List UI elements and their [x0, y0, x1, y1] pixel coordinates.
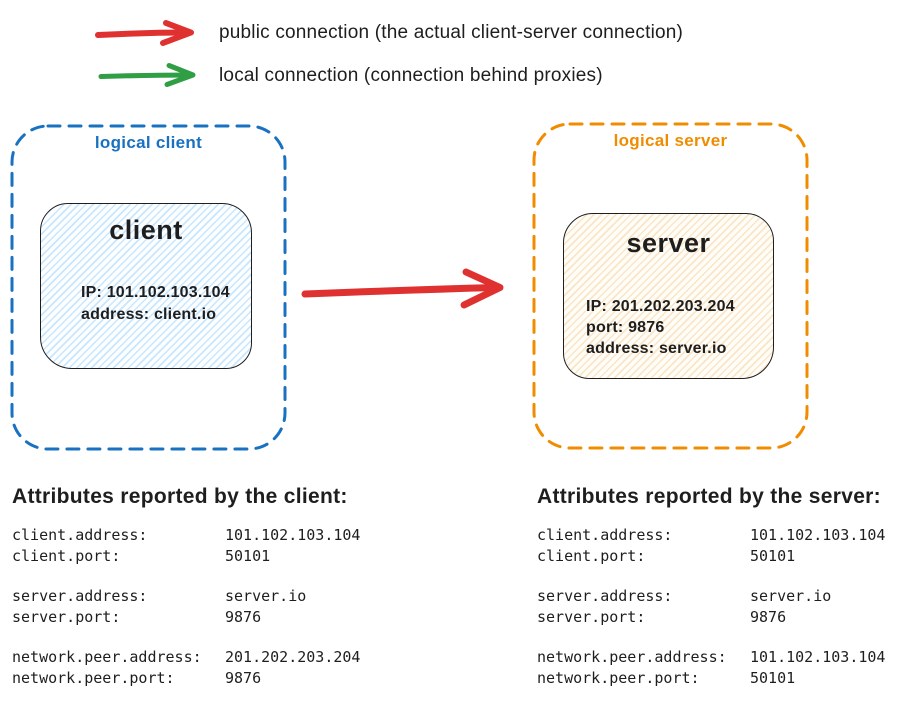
client-attributes-section: Attributes reported by the client: clien…: [12, 485, 442, 708]
logical-server-label: logical server: [613, 131, 728, 150]
attr-value: server.io: [750, 587, 832, 605]
attr-row: server.port: 9876: [12, 607, 442, 628]
logical-client-group: logical client client IP: 101.102.103.10…: [10, 124, 287, 451]
attr-value: 50101: [225, 547, 271, 565]
attr-row: client.port: 50101: [12, 546, 442, 567]
attr-row: server.address: server.io: [12, 586, 442, 607]
client-attr-group-network: network.peer.address: 201.202.203.204 ne…: [12, 647, 442, 689]
public-connection-label: public connection (the actual client-ser…: [219, 22, 684, 43]
attr-label: network.peer.port:: [12, 669, 175, 687]
attr-label: server.address:: [537, 587, 673, 605]
logical-server-border: [532, 122, 809, 450]
server-attr-group-server: server.address: server.io server.port: 9…: [537, 586, 900, 628]
server-node: server IP: 201.202.203.204 port: 9876 ad…: [563, 213, 774, 379]
attr-row: client.address: 101.102.103.104: [537, 525, 900, 546]
public-connection-arrow-icon: [93, 20, 207, 46]
server-node-title: server: [626, 228, 711, 258]
client-node: client IP: 101.102.103.104 address: clie…: [40, 203, 252, 369]
attr-label: client.address:: [537, 526, 673, 544]
attr-value: 101.102.103.104: [750, 526, 886, 544]
client-to-server-arrow-icon: [297, 266, 523, 312]
attr-row: server.port: 9876: [537, 607, 900, 628]
attr-value: 50101: [750, 669, 796, 687]
attr-value: 201.202.203.204: [225, 648, 361, 666]
attr-value: 9876: [225, 669, 262, 687]
server-ip-line: IP: 201.202.203.204: [586, 298, 735, 315]
attr-label: client.port:: [537, 547, 646, 565]
server-attr-group-network: network.peer.address: 101.102.103.104 ne…: [537, 647, 900, 689]
attr-row: network.peer.address: 201.202.203.204: [12, 647, 442, 668]
attr-label: server.address:: [12, 587, 148, 605]
attr-row: client.address: 101.102.103.104: [12, 525, 442, 546]
client-attr-group-server: server.address: server.io server.port: 9…: [12, 586, 442, 628]
server-node-details: IP: 201.202.203.204 port: 9876 address: …: [586, 296, 735, 359]
logical-server-group: logical server server IP: 201.202.203.20…: [532, 122, 809, 450]
attr-row: server.address: server.io: [537, 586, 900, 607]
attr-value: 50101: [750, 547, 796, 565]
attr-label: server.port:: [12, 608, 121, 626]
attr-value: 9876: [225, 608, 262, 626]
client-node-details: IP: 101.102.103.104 address: client.io: [81, 282, 230, 326]
attr-row: network.peer.port: 9876: [12, 668, 442, 689]
attr-label: network.peer.port:: [537, 669, 700, 687]
server-address-line: address: server.io: [586, 340, 727, 357]
client-address-line: address: client.io: [81, 306, 217, 323]
client-ip-line: IP: 101.102.103.104: [81, 284, 230, 301]
server-attributes-section: Attributes reported by the server: clien…: [537, 485, 900, 708]
attr-row: network.peer.port: 50101: [537, 668, 900, 689]
attr-value: 9876: [750, 608, 787, 626]
logical-client-label: logical client: [94, 133, 203, 152]
logical-client-border: [10, 124, 287, 451]
attr-label: client.address:: [12, 526, 148, 544]
server-port-line: port: 9876: [586, 319, 665, 336]
client-attr-group-client: client.address: 101.102.103.104 client.p…: [12, 525, 442, 567]
server-attr-group-client: client.address: 101.102.103.104 client.p…: [537, 525, 900, 567]
server-attributes-heading: Attributes reported by the server:: [537, 485, 881, 508]
attr-label: network.peer.address:: [537, 648, 727, 666]
attr-label: client.port:: [12, 547, 121, 565]
attr-label: network.peer.address:: [12, 648, 202, 666]
client-attributes-heading: Attributes reported by the client:: [12, 485, 348, 508]
attr-value: 101.102.103.104: [225, 526, 361, 544]
attr-row: network.peer.address: 101.102.103.104: [537, 647, 900, 668]
attr-label: server.port:: [537, 608, 646, 626]
client-node-title: client: [109, 215, 183, 245]
local-connection-arrow-icon: [97, 62, 209, 88]
attr-value: server.io: [225, 587, 307, 605]
local-connection-label: local connection (connection behind prox…: [219, 65, 603, 86]
attr-row: client.port: 50101: [537, 546, 900, 567]
attr-value: 101.102.103.104: [750, 648, 886, 666]
